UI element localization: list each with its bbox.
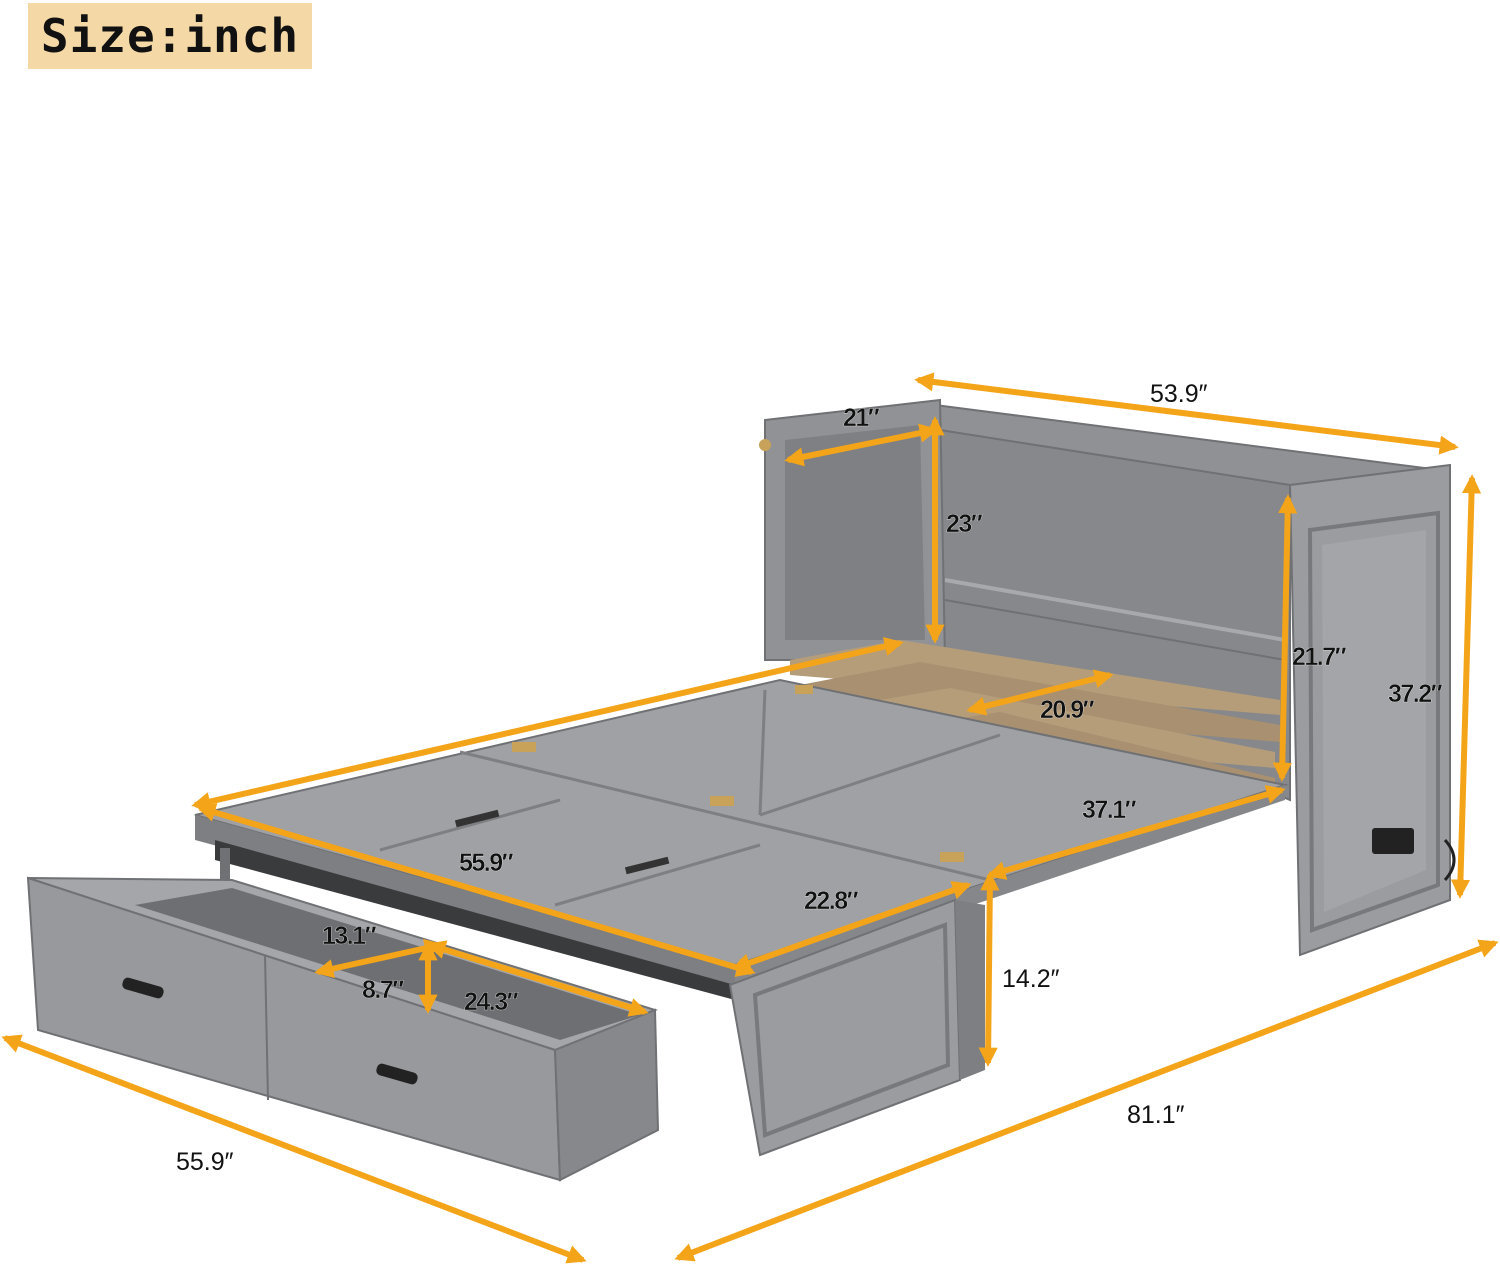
- drawer-handle: [122, 977, 164, 999]
- label-drawer-inner-height: 8.7″: [362, 976, 405, 1004]
- arrow-slat-depth: [966, 669, 1114, 716]
- headboard-rail: [944, 599, 1286, 661]
- arrow-cabinet-width: [914, 372, 1459, 455]
- label-slat-depth: 20.9″: [1040, 696, 1095, 724]
- label-drawer-length: 55.9″: [176, 1148, 234, 1176]
- arrow-headboard-height: [1272, 494, 1298, 782]
- label-total-height: 37.2″: [1388, 680, 1443, 708]
- hinge: [795, 685, 813, 694]
- label-leg-height: 14.2″: [1002, 965, 1060, 993]
- arrow-bed-length: [196, 803, 756, 977]
- arrow-total-height: [1450, 474, 1482, 899]
- label-headboard-height: 21.7″: [1292, 643, 1347, 671]
- label-cabinet-width: 53.9″: [1150, 380, 1208, 408]
- arrow-drawer-inner-depth: [426, 940, 649, 1017]
- arrow-bed-width: [986, 785, 1286, 880]
- size-unit-label: Size:inch: [28, 3, 312, 69]
- arrow-side-depth: [784, 423, 939, 467]
- right-side-panel-frame: [1307, 510, 1440, 933]
- arrow-drawer-length: [1, 1034, 587, 1264]
- label-drawer-inner-width: 13.1″: [322, 922, 377, 950]
- left-side-inner: [785, 425, 925, 640]
- label-leg-depth: 22.8″: [804, 887, 859, 915]
- leg-side: [955, 900, 985, 1080]
- hinge: [512, 742, 536, 752]
- right-side-panel-inset: [1322, 530, 1426, 912]
- label-bed-length-top: 55.9″: [459, 849, 514, 877]
- arrow-bed-width-top: [191, 637, 904, 811]
- label-side-depth: 21″: [843, 404, 880, 432]
- hinge: [710, 796, 734, 806]
- label-total-length: 81.1″: [1127, 1101, 1185, 1129]
- power-outlet: [1372, 828, 1414, 854]
- label-side-upper-height: 23″: [946, 510, 983, 538]
- hinge: [759, 439, 771, 451]
- label-drawer-inner-depth: 24.3″: [464, 988, 519, 1016]
- dimension-arrows: [1, 372, 1499, 1264]
- hinge: [940, 852, 964, 862]
- headboard-rail: [944, 578, 1286, 642]
- arrow-total-length: [674, 939, 1499, 1262]
- label-bed-width: 37.1″: [1082, 796, 1137, 824]
- arrow-leg-height: [978, 871, 1000, 1067]
